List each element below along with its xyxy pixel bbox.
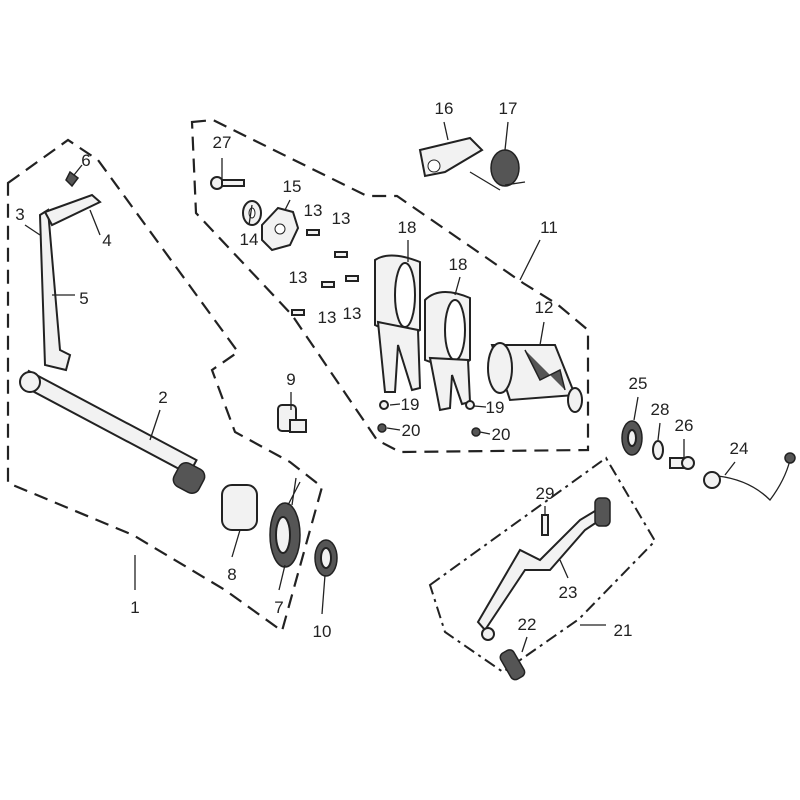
callout-16: 16 [435, 99, 454, 118]
shift-fork-1 [374, 254, 422, 393]
bolt-27 [210, 176, 245, 190]
shift-fork-2 [424, 291, 472, 412]
oil-seal [314, 539, 338, 577]
seal-25 [621, 420, 643, 456]
shift-pedal [476, 497, 611, 681]
shift-shaft [19, 170, 206, 494]
callout-1: 1 [130, 598, 139, 617]
stopper-arm [418, 136, 526, 191]
callout-24: 24 [730, 439, 749, 458]
callout-15: 15 [283, 177, 302, 196]
callout-12: 12 [535, 298, 554, 317]
callout-6: 6 [81, 151, 90, 170]
callout-10: 10 [313, 622, 332, 641]
callout-23: 23 [559, 583, 578, 602]
bolt-26 [669, 456, 695, 470]
callout-29: 29 [536, 484, 555, 503]
group-outline-kick-pedal [428, 456, 657, 674]
callout-2: 2 [158, 388, 167, 407]
callout-7: 7 [274, 598, 283, 617]
callout-17: 17 [499, 99, 518, 118]
callout-22: 22 [518, 615, 537, 634]
callout-20: 20 [402, 421, 421, 440]
callout-27: 27 [213, 133, 232, 152]
callout-14: 14 [240, 230, 259, 249]
star-plate-15 [261, 206, 300, 252]
callout-20: 20 [492, 425, 511, 444]
callout-9: 9 [286, 370, 295, 389]
callout-4: 4 [102, 231, 111, 250]
clips [377, 400, 481, 437]
callout-18: 18 [398, 218, 417, 237]
cable-24 [703, 452, 796, 501]
callout-19: 19 [486, 398, 505, 417]
shift-drum-12 [487, 342, 583, 413]
callout-13: 13 [304, 201, 323, 220]
callout-11: 11 [540, 218, 558, 237]
pins-13 [291, 229, 359, 316]
callout-3: 3 [15, 205, 24, 224]
callout-21: 21 [614, 621, 633, 640]
callout-labels: 1 2 3 4 5 6 7 8 9 10 11 12 13 13 13 13 1… [15, 99, 748, 641]
callout-28: 28 [651, 400, 670, 419]
washer-14 [242, 200, 262, 226]
leader-lines [24, 121, 736, 653]
callout-19: 19 [401, 395, 420, 414]
pin [277, 404, 307, 433]
group-outline-shift-shaft [6, 138, 324, 633]
callout-8: 8 [227, 565, 236, 584]
callout-26: 26 [675, 416, 694, 435]
bushing [221, 484, 258, 531]
callout-13: 13 [289, 268, 308, 287]
return-spring [269, 477, 301, 568]
callout-13: 13 [318, 308, 337, 327]
callout-18: 18 [449, 255, 468, 274]
callout-5: 5 [79, 289, 88, 308]
callout-25: 25 [629, 374, 648, 393]
callout-13: 13 [332, 209, 351, 228]
washer-28 [652, 440, 664, 460]
callout-13: 13 [343, 304, 362, 323]
